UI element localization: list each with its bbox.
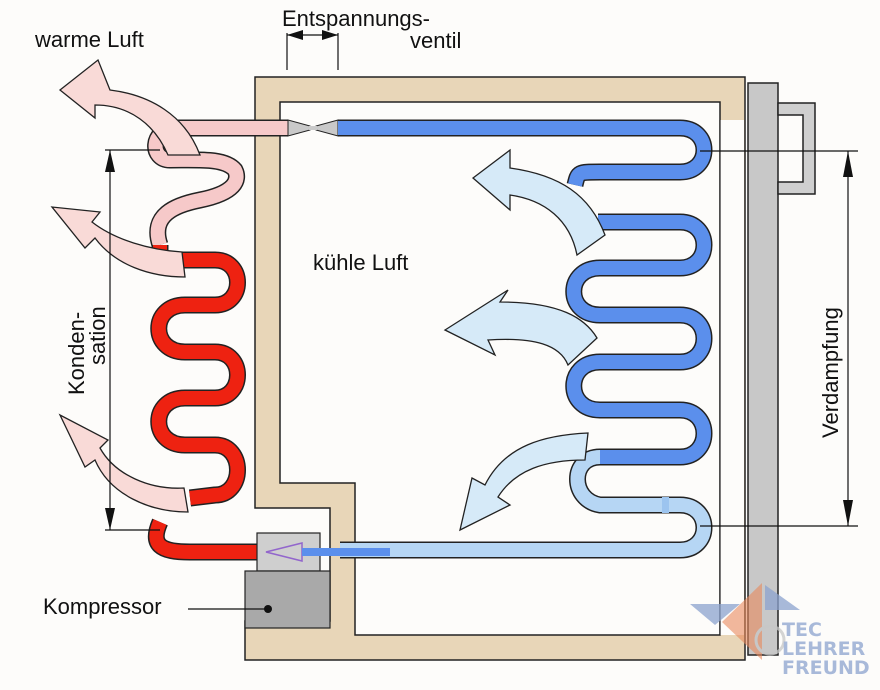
watermark-line1: TEC: [782, 619, 822, 641]
watermark-logo: TEC LEHRER FREUND: [690, 583, 870, 679]
warm-air-arrow: [58, 413, 189, 513]
dimension-arrow-icon: [322, 30, 338, 40]
warm-air-arrow: [58, 58, 201, 156]
condensation-label-line1: Konden-: [64, 312, 89, 395]
cool-air-arrow: [471, 148, 606, 257]
watermark-line3: FREUND: [782, 657, 870, 679]
cabinet-inner-gap: [720, 120, 744, 635]
cool-air-label: kühle Luft: [313, 250, 408, 275]
dimension-arrow-icon: [843, 151, 853, 177]
door-handle: [777, 102, 816, 195]
cool-air-arrow: [459, 432, 589, 532]
dimension-arrow-icon: [843, 500, 853, 526]
watermark-line2: LEHRER: [782, 638, 866, 660]
expansion-valve-label-line1: Entspannungs-: [282, 6, 430, 31]
dimension-arrow-icon: [105, 150, 115, 172]
warm-air-label: warme Luft: [34, 27, 144, 52]
dimension-arrow-icon: [287, 30, 303, 40]
door: [747, 82, 779, 656]
condensation-label-line2: sation: [85, 306, 110, 365]
dimension-arrow-icon: [105, 508, 115, 530]
evaporation-label: Verdampfung: [818, 307, 843, 438]
compressor-label: Kompressor: [43, 594, 162, 619]
compressor-body: [244, 570, 331, 629]
cool-air-arrow: [443, 289, 598, 367]
expansion-valve-label-line2: ventil: [410, 28, 461, 53]
warm-air-arrow: [50, 206, 186, 278]
expansion-valve: [287, 119, 311, 137]
